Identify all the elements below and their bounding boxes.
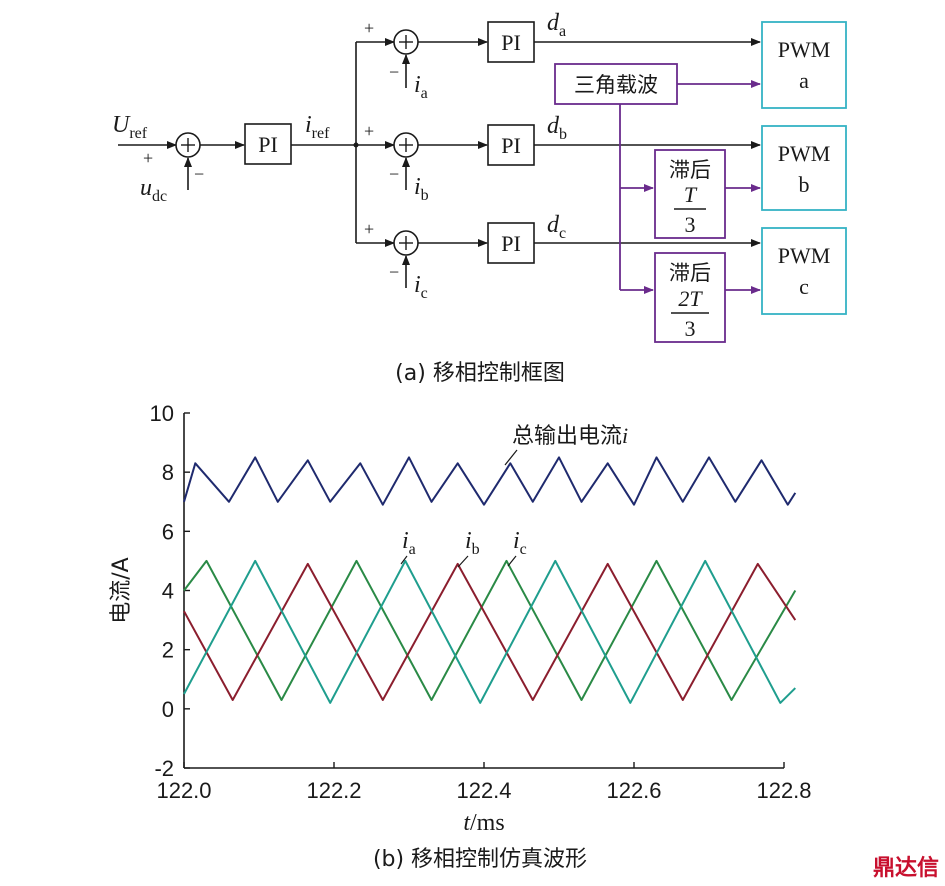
x-tick-label: 122.8 — [756, 778, 811, 803]
svg-text:a: a — [799, 68, 809, 93]
svg-text:+: + — [364, 219, 374, 239]
svg-text:滞后: 滞后 — [669, 158, 711, 182]
y-tick-label: 8 — [162, 460, 174, 485]
pwm-c-block — [761, 227, 847, 315]
ia-series-label: ia — [402, 528, 416, 558]
series-group — [183, 456, 797, 704]
svg-text:3: 3 — [685, 316, 696, 341]
lag-t3-block: 滞后 T 3 — [654, 149, 761, 239]
row-b: + − ib PI db PWM b — [356, 113, 847, 211]
series-line-b — [183, 562, 797, 701]
pwm-b-block — [761, 125, 847, 211]
ia-feedback-label: ia — [414, 72, 428, 102]
uref-label: Uref — [112, 112, 148, 142]
x-tick-label: 122.4 — [456, 778, 511, 803]
x-axis-label: t/ms — [463, 810, 504, 836]
udc-label: udc — [140, 175, 167, 205]
svg-text:2T: 2T — [678, 286, 703, 311]
svg-text:−: − — [389, 164, 399, 184]
da-label: da — [547, 10, 566, 40]
svg-text:PWM: PWM — [778, 243, 831, 268]
ic-series-label: ic — [513, 528, 527, 558]
iref-label: iref — [305, 112, 330, 142]
svg-text:PWM: PWM — [778, 37, 831, 62]
series-line-c — [183, 559, 797, 704]
db-label: db — [547, 113, 567, 143]
svg-text:+: + — [364, 18, 374, 38]
svg-text:滞后: 滞后 — [669, 261, 711, 285]
ib-feedback-label: ib — [414, 174, 429, 204]
y-tick-label: 6 — [162, 519, 174, 544]
caption-b: (b) 移相控制仿真波形 — [373, 847, 587, 872]
pi-c-block — [487, 222, 535, 264]
main-pi-block — [244, 123, 292, 165]
svg-text:+: + — [364, 121, 374, 141]
y-axis-ticks: 10 8 6 4 2 0 -2 — [150, 401, 190, 781]
ib-series-label: ib — [465, 528, 480, 558]
main-sum-minus: − — [194, 164, 204, 184]
total-current-leader — [504, 449, 518, 466]
series-line-a — [183, 559, 797, 701]
block-diagram: Uref + udc − PI iref + − ia — [112, 10, 847, 386]
main-sum-junction — [175, 132, 201, 158]
x-tick-label: 122.0 — [156, 778, 211, 803]
y-tick-label: 0 — [162, 697, 174, 722]
y-axis-label: 电流/A — [109, 557, 134, 623]
svg-text:b: b — [799, 172, 810, 197]
main-pi-label: PI — [258, 132, 278, 157]
series-line-i — [183, 456, 797, 506]
pwm-a-block — [761, 21, 847, 109]
svg-text:T: T — [684, 182, 698, 207]
svg-text:3: 3 — [685, 212, 696, 237]
svg-text:PI: PI — [501, 133, 521, 158]
svg-text:PWM: PWM — [778, 141, 831, 166]
y-tick-label: 4 — [162, 579, 174, 604]
dc-label: dc — [547, 212, 566, 242]
x-tick-label: 122.2 — [306, 778, 361, 803]
svg-text:−: − — [389, 262, 399, 282]
caption-a: (a) 移相控制框图 — [395, 361, 565, 386]
carrier-path: 三角载波 — [554, 63, 761, 294]
svg-text:PI: PI — [501, 30, 521, 55]
y-tick-label: 10 — [150, 401, 174, 426]
ic-feedback-label: ic — [414, 272, 428, 302]
lag-2t3-block: 滞后 2T 3 — [654, 252, 761, 343]
watermark-logo: 鼎达信 — [872, 856, 939, 881]
row-c: + − ic PI dc PWM c — [356, 212, 847, 315]
y-tick-label: -2 — [154, 756, 174, 781]
total-current-annotation: 总输出电流i — [512, 423, 628, 449]
svg-text:三角载波: 三角载波 — [574, 73, 658, 97]
carrier-block — [554, 63, 678, 105]
svg-text:PI: PI — [501, 231, 521, 256]
x-axis-ticks: 122.0 122.2 122.4 122.6 122.8 — [156, 762, 812, 803]
svg-text:c: c — [799, 274, 809, 299]
x-tick-label: 122.6 — [606, 778, 661, 803]
svg-text:−: − — [389, 62, 399, 82]
row-a: + − ia PI da PWM a — [356, 10, 847, 109]
main-sum-plus: + — [143, 148, 153, 168]
chart: 10 8 6 4 2 0 -2 122.0 122.2 122.4 122.6 122.8 电流/A… — [109, 401, 812, 872]
y-tick-label: 2 — [162, 638, 174, 663]
